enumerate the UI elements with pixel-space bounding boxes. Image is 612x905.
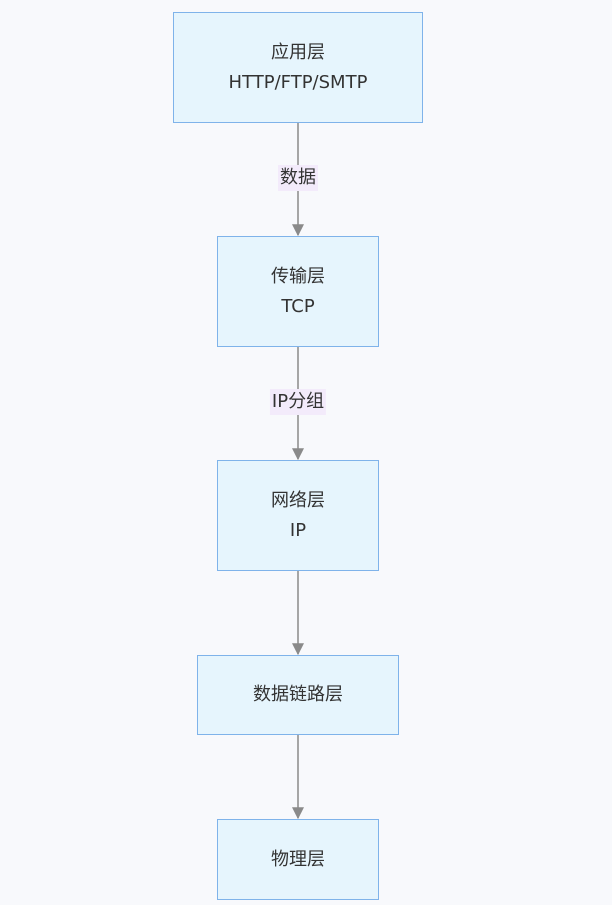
node-network-title: 网络层 — [271, 489, 325, 511]
node-physical-title: 物理层 — [271, 848, 325, 870]
edge-label-ip-packet: IP分组 — [269, 389, 327, 415]
node-network-protocol: IP — [289, 519, 307, 541]
node-transport-title: 传输层 — [271, 265, 325, 287]
node-datalink-title: 数据链路层 — [253, 684, 343, 705]
node-physical-layer: 物理层 — [217, 819, 379, 900]
node-transport-layer: 传输层 TCP — [217, 236, 379, 347]
node-transport-protocol: TCP — [281, 295, 315, 317]
node-network-layer: 网络层 IP — [217, 460, 379, 571]
edge-label-data: 数据 — [278, 165, 318, 191]
node-datalink-layer: 数据链路层 — [197, 655, 399, 735]
node-application-protocols: HTTP/FTP/SMTP — [228, 71, 368, 93]
node-application-layer: 应用层 HTTP/FTP/SMTP — [173, 12, 423, 123]
node-application-title: 应用层 — [271, 41, 325, 63]
